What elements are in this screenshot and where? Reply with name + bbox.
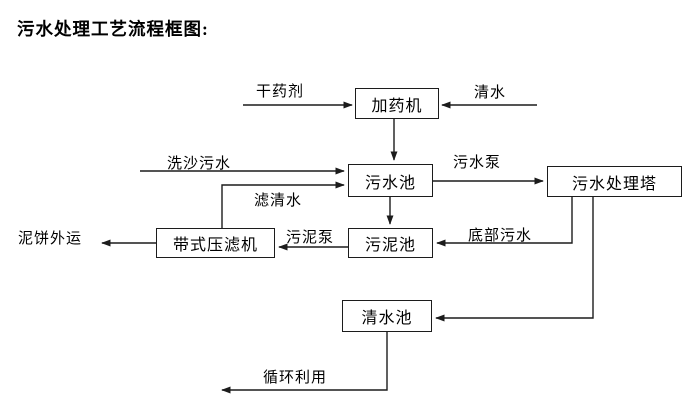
- label-sewage-pump: 污水泵: [453, 155, 502, 171]
- label-dry-chemical: 干药剂: [256, 84, 305, 100]
- connector-bottom-sewage: [436, 197, 573, 247]
- diagram-title: 污水处理工艺流程框图:: [17, 19, 209, 39]
- node-sewage-pool: 污水池: [348, 164, 433, 197]
- label-recycling: 循环利用: [263, 370, 328, 386]
- node-belt-filter-press: 带式压滤机: [156, 228, 275, 258]
- label-clean-water: 清水: [474, 85, 507, 101]
- node-sewage-treatment-tower: 污水处理塔: [547, 166, 682, 197]
- label-sludge-pump: 污泥泵: [286, 230, 335, 246]
- node-clean-water-pool: 清水池: [342, 300, 432, 332]
- label-mud-cake-outbound: 泥饼外运: [18, 231, 83, 247]
- node-sludge-pool: 污泥池: [348, 228, 433, 258]
- label-bottom-sewage: 底部污水: [468, 228, 533, 244]
- connector-recycling: [221, 332, 388, 394]
- label-sand-washing-sewage: 洗沙污水: [167, 156, 232, 172]
- connector-tower-to-clean-pool: [435, 197, 594, 322]
- label-filtered-water: 滤清水: [254, 193, 303, 209]
- node-dosing-machine: 加药机: [355, 88, 439, 119]
- connector-filtered-water: [221, 181, 345, 228]
